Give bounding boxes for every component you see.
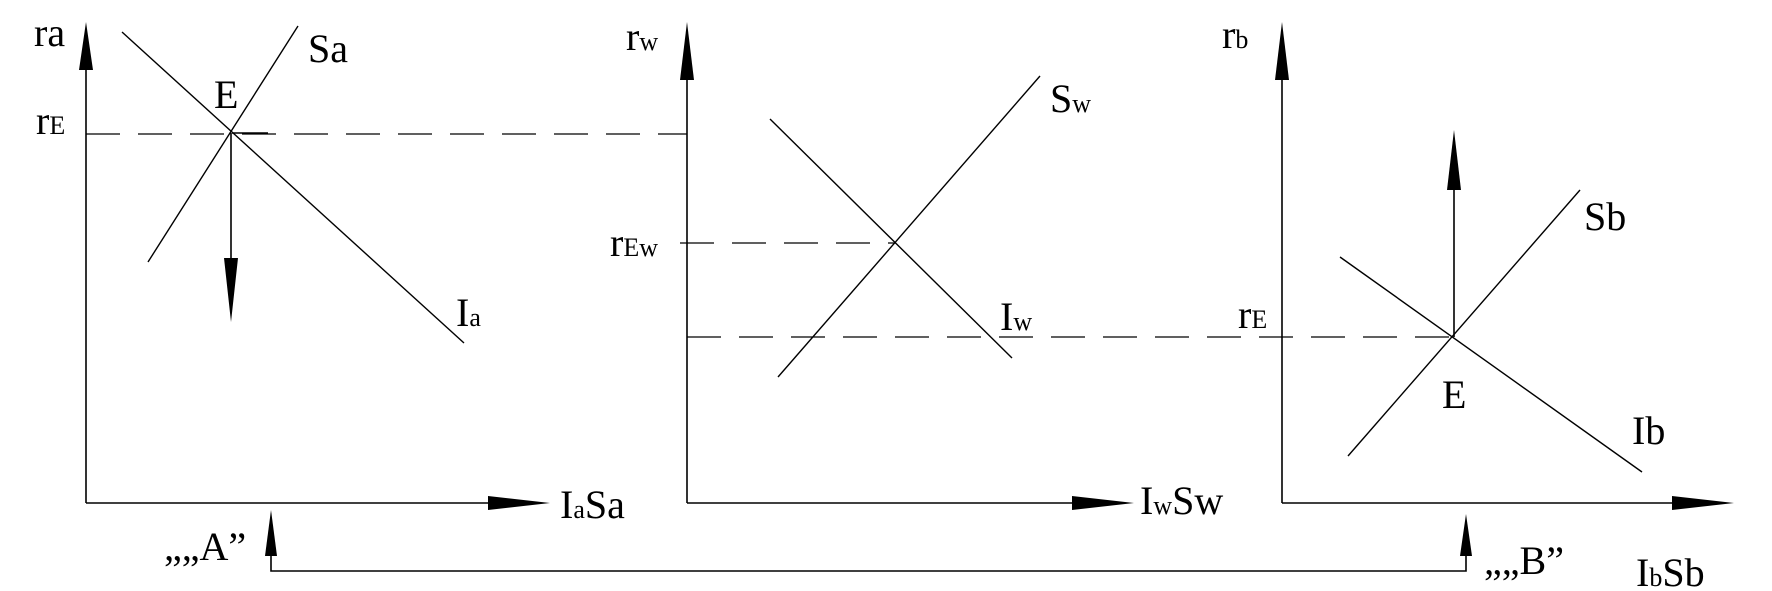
panel-b-up-arrow-head [1447, 130, 1461, 190]
panel-b-x-axis-arrow [1672, 496, 1734, 510]
panel-b-x-axis-label: IbSb [1636, 550, 1705, 591]
panel-a-investment-curve [121, 31, 465, 344]
panel-b-rate-label: rE [1238, 292, 1267, 337]
panel-b-y-axis-arrow [1275, 22, 1289, 80]
panel-w-y-axis-label: rw [626, 14, 658, 59]
capital-flow-connector: „„A” „„B” [164, 510, 1564, 583]
flow-arrow-a [265, 510, 277, 556]
flow-line [270, 530, 1467, 572]
panel-a-down-arrow-head [224, 258, 238, 322]
panel-b-supply-curve [1347, 189, 1581, 457]
panel-a-x-axis-arrow [488, 496, 550, 510]
panel-w-y-axis-arrow [680, 22, 694, 80]
panel-a-investment-label: Ia [456, 290, 481, 335]
panel-w-x-axis-arrow [1072, 496, 1134, 510]
panel-w-supply-label: Sw [1050, 76, 1091, 121]
panel-a-equilibrium-label: E [214, 72, 238, 117]
panel-w-rate-label: rEw [610, 220, 658, 265]
country-b-label: „„B” [1484, 538, 1564, 583]
flow-arrow-b [1460, 514, 1472, 556]
panel-w-x-axis-label: IwSw [1140, 478, 1223, 523]
panel-a-rate-label: rE [36, 98, 65, 143]
panel-a-supply-curve [147, 25, 299, 263]
country-a-label: „„A” [164, 524, 246, 569]
panel-b-investment-label: Ib [1632, 408, 1665, 453]
panel-a: ra IaSa rE Sa Ia E [34, 10, 625, 527]
panel-w-investment-curve [769, 118, 1013, 359]
panel-a-supply-label: Sa [308, 26, 348, 71]
panel-b-investment-curve [1339, 256, 1643, 473]
panel-a-x-axis-label: IaSa [560, 482, 625, 527]
panel-b: rb IbSb rE Sb Ib E [1222, 12, 1734, 591]
panel-w: rw IwSw rEw Sw Iw [610, 14, 1223, 523]
panel-b-equilibrium-label: E [1442, 372, 1466, 417]
panel-a-y-axis-label: ra [34, 10, 65, 55]
panel-a-y-axis-arrow [79, 22, 93, 70]
panel-b-y-axis-label: rb [1222, 12, 1248, 57]
panel-w-investment-label: Iw [1000, 294, 1032, 339]
panel-w-supply-curve [777, 75, 1041, 378]
panel-b-supply-label: Sb [1584, 194, 1626, 239]
